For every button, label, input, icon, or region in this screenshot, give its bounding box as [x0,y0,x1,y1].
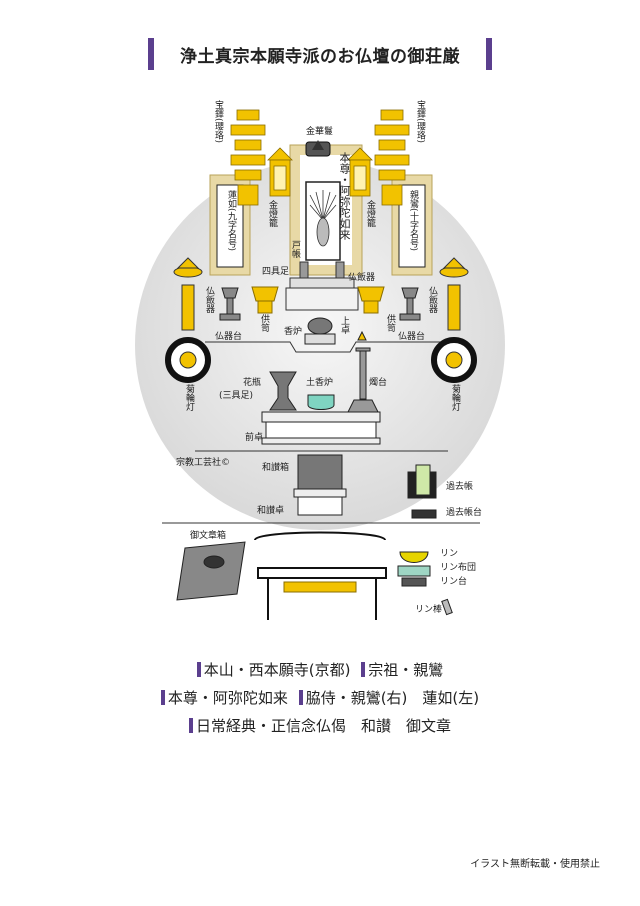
label-tobari: 戸帳 [290,240,300,258]
label-credit: 宗教工芸社© [176,458,231,468]
label-koro: 香炉 [284,327,303,337]
info-honzan: 本山・西本願寺(京都) [203,661,351,679]
buppanki-right-icon [399,287,421,321]
label-hotaku-right: 宝鐸(瓔珞) [415,100,425,144]
label-rinfuton: リン布団 [440,563,477,573]
kintoro-right-icon [347,147,373,197]
label-honzon: 本尊・阿弥陀如来 [338,152,351,240]
kikurin-left-icon [165,257,211,383]
info-line-3: 日常経典・正信念仏偈 和讃 御文章 [0,714,640,738]
hotaku-left-icon [230,109,266,206]
kuge-right-icon [357,286,385,314]
label-shigusoku: 四具足 [262,267,290,277]
label-kinkaman: 金華鬘 [306,127,334,137]
gobunshobako-icon [176,541,246,601]
koro-icon [304,317,336,345]
copyright-note: イラスト無断転載・使用禁止 [470,859,600,870]
info-line-2: 本尊・阿弥陀如来 脇侍・親鸞(右) 蓮如(左) [0,686,640,710]
label-kintoro-right: 金燈籠 [365,200,375,227]
dokoro-icon [307,394,335,410]
info-marker [160,690,165,705]
title-bar-left [148,38,154,70]
label-wasanbako: 和讃箱 [262,463,290,473]
label-bukkidai-right: 仏器台 [398,332,426,342]
label-hotaku-left: 宝鐸(瓔珞) [213,100,223,144]
label-wasanjoku: 和讃卓 [257,506,285,516]
page-title: 浄土真宗本願寺派のお仏壇の御荘厳 [148,38,492,70]
amida-halo-icon [309,190,337,247]
sutra-stand [254,531,387,620]
maejoku-table [261,411,381,445]
info-shuso: 宗祖・親鸞 [368,661,444,679]
label-kakochodai: 過去帳台 [446,508,483,518]
shinran-scroll [391,174,433,276]
wasanjoku-table [293,488,347,516]
upper-altar [285,261,359,311]
title-bar-right [486,38,492,70]
label-kuge-right: 供笥 [385,314,395,332]
kinkaman-ornament [305,140,331,157]
hotaku-right-icon [374,109,410,206]
info-marker [361,662,366,677]
kabin-icon [269,371,297,411]
label-kintoro-left: 金燈籠 [267,200,277,227]
label-kakocho: 過去帳 [446,482,474,492]
info-honzon: 本尊・阿弥陀如来 [167,689,288,707]
kakocho-icon [407,464,437,519]
label-rinbo: リン棒 [415,605,443,615]
label-buppanki-center: 仏飯器 [348,273,376,283]
rennyo-scroll [209,174,251,276]
info-kyoten: 日常経典・正信念仏偈 和讃 御文章 [195,717,451,735]
label-kuge-left: 供笥 [259,314,269,332]
label-maejoku: 前卓 [245,433,264,443]
label-rindai: リン台 [440,577,468,587]
buppanki-left-icon [219,287,241,321]
info-marker [298,690,303,705]
label-buppanki-left: 仏飯器 [204,286,214,313]
label-buppanki-right: 仏飯器 [427,286,437,313]
label-dokoro: 土香炉 [306,378,334,388]
label-gobunshobako: 御文章箱 [190,531,227,541]
label-kikurin-left: 菊輪灯 [184,384,194,411]
kintoro-left-icon [267,147,293,197]
label-shokudai: 燭台 [369,378,388,388]
label-rennyo: 蓮如(九字名号) [226,190,236,252]
info-kyouji: 脇侍・親鸞(右) 蓮如(左) [305,689,480,707]
label-mitsugusoku: (三具足) [219,391,254,401]
info-line-1: 本山・西本願寺(京都) 宗祖・親鸞 [0,658,640,682]
title-text: 浄土真宗本願寺派のお仏壇の御荘厳 [180,47,460,67]
label-rin: リン [440,549,459,559]
wasanbako-icon [297,454,343,490]
label-uwajoku: 上卓 [339,316,349,334]
rin-icon [397,551,431,587]
info-marker [196,662,201,677]
kikurin-right-icon [431,257,477,383]
rinbo-icon [441,598,453,616]
label-shinran: 親鸞(十字名号) [408,190,418,252]
shelf-lines [162,341,480,524]
label-bukkidai-left: 仏器台 [215,332,243,342]
label-kikurin-right: 菊輪灯 [450,384,460,411]
kuge-left-icon [251,286,279,314]
info-marker [188,718,193,733]
label-kabin: 花瓶 [243,378,262,388]
